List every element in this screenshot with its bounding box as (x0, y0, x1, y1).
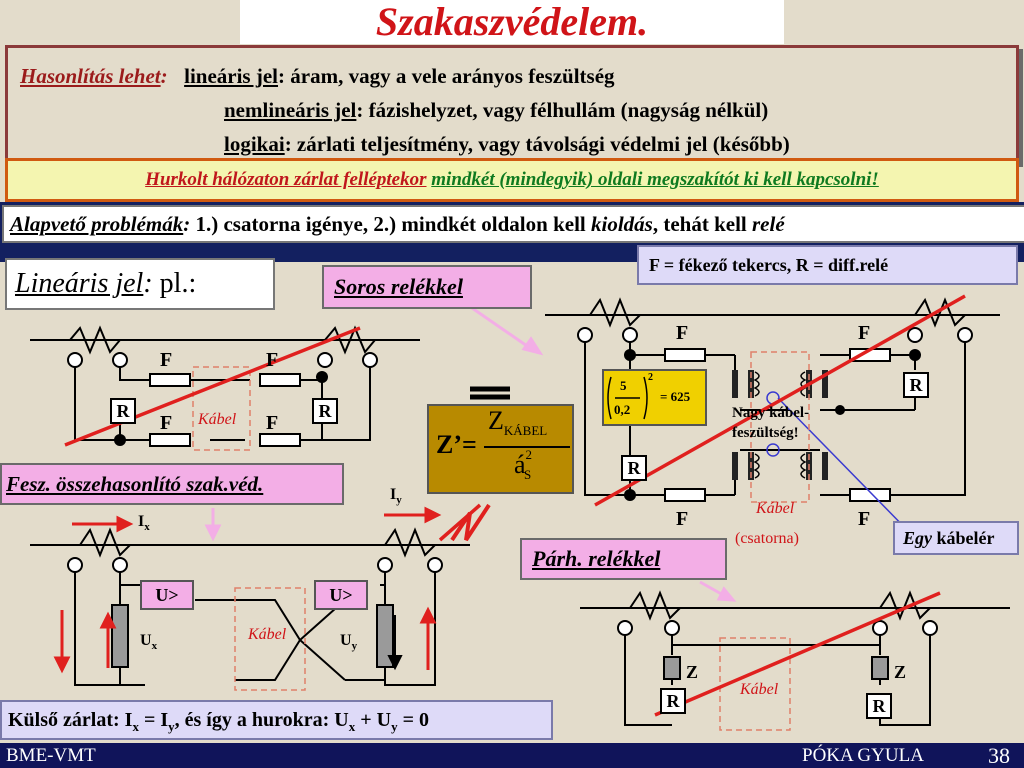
relay-r-3: R (903, 372, 929, 398)
overvoltage-relay-1: U> (140, 580, 194, 610)
problems-rele: relé (752, 212, 785, 236)
problems-label: Alapvető problémák (10, 212, 184, 236)
footer-bar: BME-VMT PÓKA GYULA 38 (0, 743, 1024, 768)
small-result: = 625 (660, 389, 691, 404)
nagy-kabel-label-1: Nagy kábel- (732, 405, 810, 421)
ux-label: Ux (140, 632, 158, 653)
loop-network-note: Hurkolt hálózaton zárlat felléptekor min… (5, 158, 1019, 202)
channel-label: (csatorna) (735, 530, 799, 547)
label-f-2: F (266, 349, 279, 371)
footer-author: PÓKA GYULA (802, 745, 924, 766)
loop-note-part2: mindkét (mindegyik) oldali megszakítót k… (431, 169, 879, 190)
linear-key: lineáris jel (184, 64, 279, 88)
soros-label: Soros relékkel (322, 265, 532, 309)
cable-label-3: Kábel (248, 626, 287, 643)
impedance-z-2: Z (894, 662, 907, 682)
loop-note-part1: Hurkolt hálózaton zárlat felléptekor (145, 169, 427, 190)
comparison-line-3: logikai: zárlati teljesítmény, vagy távo… (224, 128, 790, 160)
comparison-box: Hasonlítás lehet: lineáris jel: áram, va… (5, 45, 1019, 163)
label-f-6: F (858, 322, 871, 344)
logical-text: : zárlati teljesítmény, vagy távolsági v… (284, 132, 790, 156)
page-number: 38 (988, 743, 1010, 768)
comparison-line-2: nemlineáris jel: fázishelyzet, vagy félh… (224, 94, 768, 126)
relay-r-4: R (621, 455, 647, 481)
label-f-4: F (266, 412, 279, 434)
uy-label: Uy (340, 632, 358, 653)
relay-r-6: R (866, 693, 892, 719)
one-cable-core-rest: kábelér (932, 528, 995, 548)
problems-box: Alapvető problémák: 1.) csatorna igénye,… (2, 205, 1024, 243)
problems-text-b: , tehát kell (652, 212, 752, 236)
formula-denominator: á2S (514, 447, 533, 483)
label-f-1: F (160, 349, 173, 371)
slide-title: Szakaszvédelem. (240, 0, 784, 44)
linear-text: : áram, vagy a vele arányos feszültség (278, 64, 615, 88)
protection-diagram (30, 294, 1010, 731)
cable-label-4: Kábel (740, 681, 779, 698)
outer-fault-box: Külső zárlat: Ix = Iy, és így a hurokra:… (0, 700, 553, 740)
cable-label-2: Kábel (756, 500, 795, 517)
small-numerator: 5 (620, 378, 627, 393)
small-denominator: 0,2 (614, 402, 631, 417)
iy-label: Iy (390, 486, 402, 507)
one-cable-core-box: Egy kábelér (893, 521, 1019, 555)
small-exponent: 2 (648, 372, 653, 383)
formula-lhs: Z’= (436, 430, 477, 459)
footer-left: BME-VMT (6, 745, 96, 766)
legend-box: F = fékező tekercs, R = diff.relé (637, 245, 1018, 285)
linear-signal-box: Lineáris jel: pl.: (5, 258, 275, 310)
linear-signal-label: Lineáris jel (15, 268, 144, 299)
overvoltage-relay-2: U> (314, 580, 368, 610)
relay-r-1: R (110, 398, 136, 424)
problems-kioldas: kioldás (591, 212, 653, 236)
relay-r-5: R (660, 688, 686, 714)
ix-label: Ix (138, 513, 150, 534)
linear-signal-suffix: pl.: (152, 268, 197, 299)
label-f-7: F (676, 508, 689, 530)
fesz-label: Fesz. összehasonlító szak.véd. (0, 463, 344, 505)
label-f-3: F (160, 412, 173, 434)
label-f-5: F (676, 322, 689, 344)
impedance-z-1: Z (686, 662, 699, 682)
formula-numerator: ZKÁBEL (488, 406, 548, 439)
nagy-kabel-label-2: feszültség! (732, 425, 799, 441)
comparison-line-1: Hasonlítás lehet: lineáris jel: áram, va… (20, 64, 615, 88)
nonlinear-key: nemlineáris jel (224, 98, 357, 122)
relay-r-2: R (312, 398, 338, 424)
logical-key: logikai (224, 132, 285, 156)
nonlinear-text: : fázishelyzet, vagy félhullám (nagyság … (356, 98, 769, 122)
one-cable-core-italic: Egy (903, 528, 932, 548)
parh-label: Párh. relékkel (520, 538, 727, 580)
problems-text-a: 1.) csatorna igénye, 2.) mindkét oldalon… (190, 212, 591, 236)
cable-label-1: Kábel (198, 411, 237, 428)
label-f-8: F (858, 508, 871, 530)
comparison-label: Hasonlítás lehet (20, 64, 161, 88)
